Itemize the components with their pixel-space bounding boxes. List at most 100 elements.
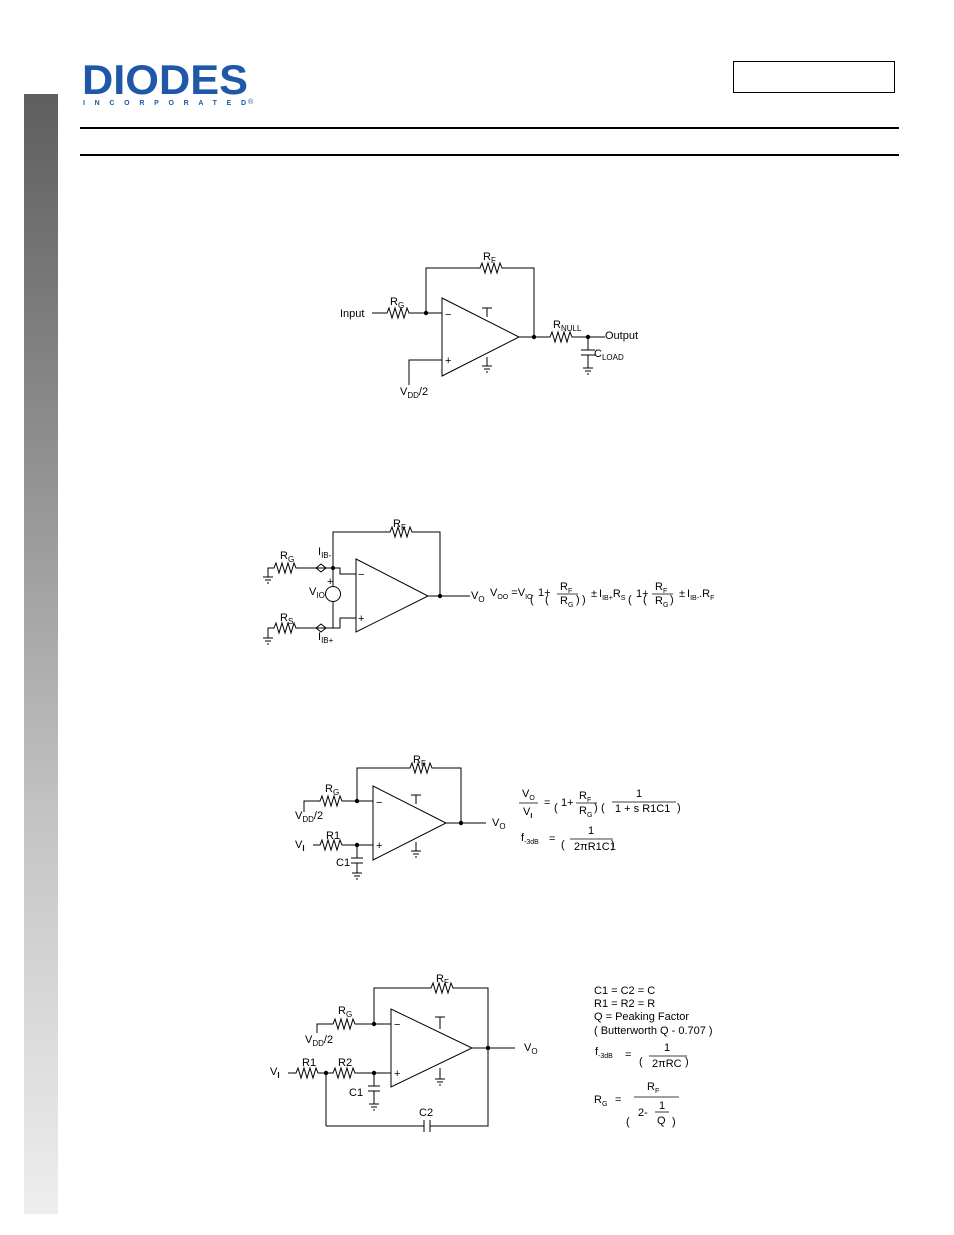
fig2-vio-plus: + (327, 576, 333, 588)
fig3-ground-pin (411, 842, 421, 858)
svg-text:RF: RF (560, 581, 572, 595)
svg-text:Q = Peaking Factor: Q = Peaking Factor (594, 1011, 689, 1023)
fig4-ground-pin (435, 1068, 445, 1086)
svg-text:1: 1 (664, 1042, 670, 1054)
svg-text:(: ( (626, 1116, 630, 1128)
svg-text:1+: 1+ (561, 797, 574, 809)
fig3-supply-pin (411, 794, 421, 804)
svg-text:RF: RF (647, 1081, 659, 1095)
fig2-vio-source (325, 586, 341, 602)
fig2-rf-label: RF (393, 518, 406, 532)
svg-text:(: ( (561, 839, 565, 851)
svg-text:f-3dB: f-3dB (595, 1046, 613, 1060)
fig2-opamp-triangle (355, 558, 430, 633)
svg-text:RG: RG (594, 1094, 607, 1108)
fig3-vdd-label: VDD/2 (295, 810, 323, 824)
fig1-rf-label: RF (483, 251, 496, 265)
svg-text:1 + s R1C1: 1 + s R1C1 (615, 803, 670, 815)
svg-text:Q: Q (657, 1115, 666, 1127)
svg-text:R1 = R2 = R: R1 = R2 = R (594, 998, 655, 1010)
svg-text:=: = (615, 1094, 621, 1106)
fig4-c1-capacitor (368, 1073, 380, 1111)
fig3-minus-sign: − (376, 797, 382, 809)
svg-text:±IIB+RS: ±IIB+RS (591, 588, 626, 602)
fig4-plus-sign: + (394, 1068, 400, 1080)
fig2-paren: ( (530, 594, 534, 606)
svg-text:RF: RF (655, 581, 667, 595)
fig2-ibm-label: IIB- (318, 546, 332, 560)
fig3-r1-resistor (313, 838, 373, 852)
fig3-plus-sign: + (376, 840, 382, 852)
fig4-vi-label: VI (270, 1066, 280, 1080)
fig4-rg-resistor (316, 1017, 391, 1033)
fig4-vo-label: VO (524, 1042, 538, 1056)
svg-text:1: 1 (588, 825, 594, 837)
svg-text:±IIB-.RF: ±IIB-.RF (679, 588, 714, 602)
fig2-vo-label: VO (471, 590, 485, 604)
fig2-plus-sign: + (358, 613, 364, 625)
svg-text:(: ( (554, 802, 558, 814)
fig4-minus-sign: − (394, 1019, 400, 1031)
svg-text:VO: VO (522, 788, 535, 802)
fig1-output-label: Output (605, 330, 638, 342)
fig2-equation: VOO =VIO ( 1+ ( RF RG ) ) ±IIB+RS ( 1+ (… (490, 581, 714, 609)
svg-text:RG: RG (560, 595, 573, 609)
svg-text:=: = (549, 833, 555, 845)
svg-text:(: ( (601, 802, 605, 814)
sidebar-gradient-bar (24, 94, 58, 1214)
svg-text:VOO =VIO: VOO =VIO (490, 587, 533, 601)
fig4-c2-label: C2 (419, 1107, 433, 1119)
fig4-c1-label: C1 (349, 1087, 363, 1099)
svg-text:(: ( (639, 1056, 643, 1068)
svg-text:=: = (544, 797, 550, 809)
figure-3-single-pole-lowpass: RF RG VDD/2 R1 VI C1 − + VO VO VI = ( 1+… (295, 754, 681, 880)
svg-text:C1 = C2 = C: C1 = C2 = C (594, 985, 655, 997)
svg-text:RG: RG (579, 805, 592, 819)
fig3-c1-capacitor (351, 845, 363, 880)
fig3-vo-label: VO (492, 817, 506, 831)
svg-text:): ) (685, 1056, 689, 1068)
svg-text:1: 1 (636, 788, 642, 800)
svg-text:2-: 2- (638, 1107, 648, 1119)
fig4-supply-pin (435, 1016, 445, 1029)
logo-wordmark: DIODES (82, 60, 248, 103)
figure-1-inverting-amplifier: RF RG Input − + RNULL Output CLOAD VDD/2 (340, 251, 638, 400)
fig4-rg-label: RG (338, 1005, 352, 1019)
diodes-logo: DIODES INCORPORATED ® (82, 60, 254, 107)
fig3-opamp-triangle (372, 785, 448, 861)
svg-text:RG: RG (655, 595, 668, 609)
svg-text:2πR1C1: 2πR1C1 (574, 841, 616, 853)
fig1-vdd-wire (408, 359, 442, 385)
logo-registered-mark: ® (248, 98, 254, 106)
svg-text:RF: RF (579, 790, 591, 804)
fig4-r1-label: R1 (302, 1057, 316, 1069)
fig2-rg-label: RG (280, 550, 294, 564)
fig1-ground-pin (482, 357, 492, 373)
svg-text:): ) (611, 839, 615, 851)
svg-text:1+: 1+ (538, 587, 551, 599)
svg-text:): ) (672, 1116, 676, 1128)
fig1-rg-resistor (372, 306, 442, 320)
svg-text:VI: VI (523, 806, 532, 820)
fig1-rg-label: RG (390, 296, 404, 310)
fig3-vi-label: VI (295, 839, 305, 853)
fig1-input-label: Input (340, 308, 364, 320)
fig1-rnull-label: RNULL (553, 319, 582, 333)
fig2-vio-label: VIO (309, 586, 325, 600)
svg-text:(: ( (545, 594, 549, 606)
fig4-c2-capacitor (326, 1120, 431, 1132)
fig3-c1-label: C1 (336, 857, 350, 869)
fig3-rg-label: RG (325, 783, 339, 797)
fig1-opamp-triangle (441, 297, 521, 377)
fig4-rg-equation: RG = RF ( 2- 1 Q ) (594, 1081, 679, 1128)
fig1-cload-capacitor (581, 337, 595, 375)
fig2-feedback-path (332, 525, 441, 596)
fig1-minus-sign: − (445, 309, 451, 321)
svg-text:(: ( (643, 594, 647, 606)
fig1-vdd-label: VDD/2 (400, 386, 428, 400)
fig4-design-notes: C1 = C2 = C R1 = R2 = R Q = Peaking Fact… (594, 985, 713, 1037)
fig2-bias-current-sources (315, 563, 327, 633)
fig1-supply-pin (482, 307, 492, 317)
svg-text:2πRC: 2πRC (652, 1058, 682, 1070)
fig3-rg-resistor (303, 794, 373, 812)
